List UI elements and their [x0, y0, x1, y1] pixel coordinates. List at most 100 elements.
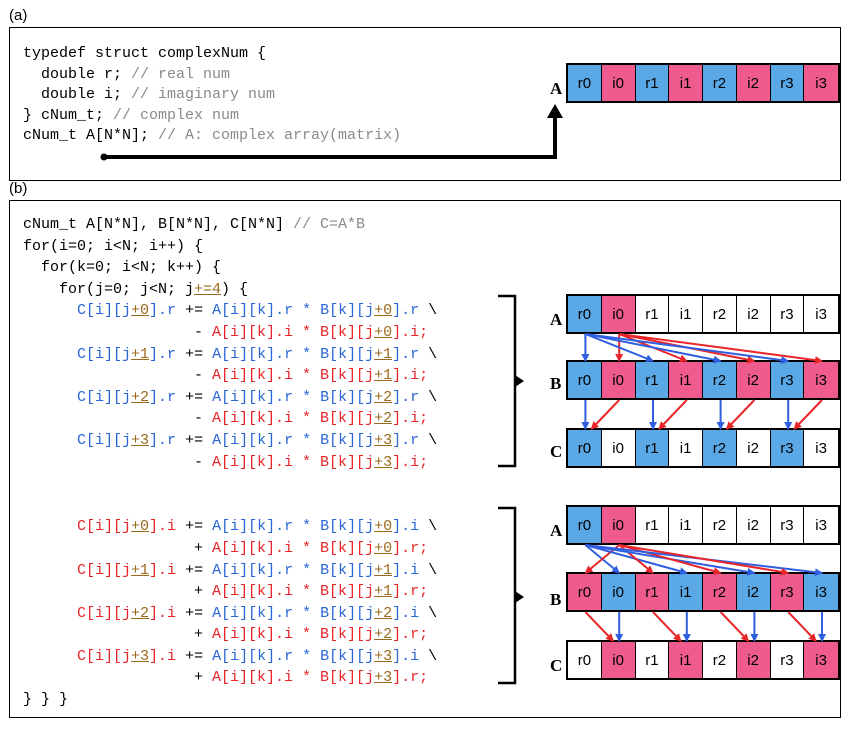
real-b-cell: r1 — [635, 362, 670, 398]
panel-b-token: +0 — [374, 539, 393, 557]
panel-b-token: +3 — [374, 647, 393, 665]
panel-b-line: C[i][j+1].r += A[i][k].r * B[k][j+1].r \ — [23, 345, 437, 367]
panel-a-line: double r; // real num — [23, 65, 401, 86]
panel-a-token: // complex num — [113, 106, 240, 124]
imag-c-cell: r2 — [703, 642, 737, 678]
panel-b-token: ].r — [392, 302, 429, 320]
panel-a-token: // imaginary num — [131, 86, 276, 103]
imag-c-cell: i2 — [736, 642, 771, 678]
panel-a-array-cell: r0 — [568, 65, 602, 101]
panel-b-token: +2 — [131, 388, 150, 406]
panel-b-token: A[i][k].r * B[k][j — [212, 388, 375, 406]
real-b-cell: i3 — [804, 362, 838, 398]
panel-b-line: + A[i][k].i * B[k][j+0].r; — [23, 539, 437, 561]
panel-b-token: A[i][k].r * B[k][j — [212, 345, 375, 363]
panel-b-token: A[i][k].i * B[k][j — [212, 410, 375, 428]
panel-b-line — [23, 474, 437, 496]
panel-b-token: ].r; — [392, 626, 429, 644]
imag-b-cell: r2 — [703, 574, 737, 610]
panel-a-array-cell: r1 — [635, 65, 670, 101]
imag-a-cell: r1 — [635, 507, 670, 543]
real-c-label: C — [550, 442, 563, 461]
real-a-cell: r0 — [568, 296, 602, 332]
panel-b-token: +=4 — [194, 280, 222, 298]
panel-a-array-cell: i2 — [736, 65, 771, 101]
imag-b-cell: i1 — [669, 574, 703, 610]
imag-c-cell: i0 — [601, 642, 636, 678]
imag-b-cell: i0 — [601, 574, 636, 610]
panel-b-token: ].r — [149, 388, 186, 406]
panel-a-label: (a) — [9, 7, 28, 24]
panel-b-token: +3 — [131, 431, 150, 449]
panel-b-token: +0 — [374, 302, 393, 320]
imag-b-cell: r0 — [568, 574, 602, 610]
panel-b-token: A[i][k].r * B[k][j — [212, 561, 375, 579]
panel-b-line: C[i][j+0].r += A[i][k].r * B[k][j+0].r \ — [23, 301, 437, 323]
real-b-label: B — [550, 374, 562, 393]
imag-c-label: C — [550, 656, 563, 675]
panel-b-line: - A[i][k].i * B[k][j+0].i; — [23, 323, 437, 345]
panel-b-token: - — [23, 453, 213, 471]
panel-a-array-cell: i0 — [601, 65, 636, 101]
panel-b-line: C[i][j+0].i += A[i][k].r * B[k][j+0].i \ — [23, 517, 437, 539]
imag-a-cell: r2 — [703, 507, 737, 543]
panel-b-token: ].i; — [392, 410, 429, 428]
panel-b-line: - A[i][k].i * B[k][j+3].i; — [23, 453, 437, 475]
panel-b-line: + A[i][k].i * B[k][j+1].r; — [23, 582, 437, 604]
imag-b-cell: r3 — [770, 574, 805, 610]
panel-b-token: += — [185, 518, 213, 536]
panel-b-token: \ — [428, 431, 438, 449]
real-b-cell: i2 — [736, 362, 771, 398]
panel-b-token: ].r — [149, 302, 186, 320]
panel-b-token: +1 — [131, 345, 150, 363]
real-c-cell: r0 — [568, 430, 602, 466]
panel-b-token: ].i; — [392, 323, 429, 341]
panel-b-line: C[i][j+2].r += A[i][k].r * B[k][j+2].r \ — [23, 388, 437, 410]
panel-b-token: C[i][j — [23, 561, 132, 579]
panel-b-token: +0 — [131, 518, 150, 536]
imag-c-cell: i3 — [804, 642, 838, 678]
panel-b-token: ].r — [149, 431, 186, 449]
panel-a-array-cell: i1 — [669, 65, 703, 101]
panel-b-token: +3 — [374, 669, 393, 687]
imag-a-cell: i2 — [736, 507, 771, 543]
panel-b-token: +2 — [374, 626, 393, 644]
panel-b-token: ].i; — [392, 453, 429, 471]
panel-b-token: \ — [428, 561, 438, 579]
imag-a-cell: i1 — [669, 507, 703, 543]
panel-b-token: for(k=0; i<N; k++) { — [23, 259, 222, 277]
panel-b-token: +0 — [374, 518, 393, 536]
real-c-cell: i1 — [669, 430, 703, 466]
panel-b-token: ].r; — [392, 539, 429, 557]
panel-b-token: A[i][k].r * B[k][j — [212, 302, 375, 320]
panel-b-line: C[i][j+2].i += A[i][k].r * B[k][j+2].i \ — [23, 604, 437, 626]
panel-b-line: } } } — [23, 690, 437, 712]
panel-a-token: // A: complex array(matrix) — [158, 127, 402, 144]
panel-b-token: +3 — [374, 431, 393, 449]
imag-b-cell: i2 — [736, 574, 771, 610]
imag-c-cell: r3 — [770, 642, 805, 678]
panel-b-token: ].i — [149, 647, 186, 665]
panel-b-token: += — [185, 302, 213, 320]
imag-a-cell: i3 — [804, 507, 838, 543]
panel-a-token: } cNum_t; — [23, 106, 114, 124]
panel-b-token: += — [185, 388, 213, 406]
panel-b-token: + — [23, 626, 213, 644]
panel-b-token: ].i — [392, 647, 429, 665]
real-b-cell: r2 — [703, 362, 737, 398]
panel-b-token: \ — [428, 345, 438, 363]
panel-b-line: cNum_t A[N*N], B[N*N], C[N*N] // C=A*B — [23, 215, 437, 237]
panel-b-line — [23, 496, 437, 518]
panel-b-token: ].i — [149, 518, 186, 536]
panel-a-token: double r; — [23, 65, 132, 83]
panel-b-token: ].i — [149, 561, 186, 579]
panel-b-token: +2 — [374, 410, 393, 428]
real-c-cell: r3 — [770, 430, 805, 466]
panel-b-token: A[i][k].r * B[k][j — [212, 518, 375, 536]
panel-a-code: typedef struct complexNum { double r; //… — [23, 44, 401, 147]
panel-b-token: cNum_t A[N*N], B[N*N], C[N*N] — [23, 216, 294, 233]
real-b-cell: r3 — [770, 362, 805, 398]
